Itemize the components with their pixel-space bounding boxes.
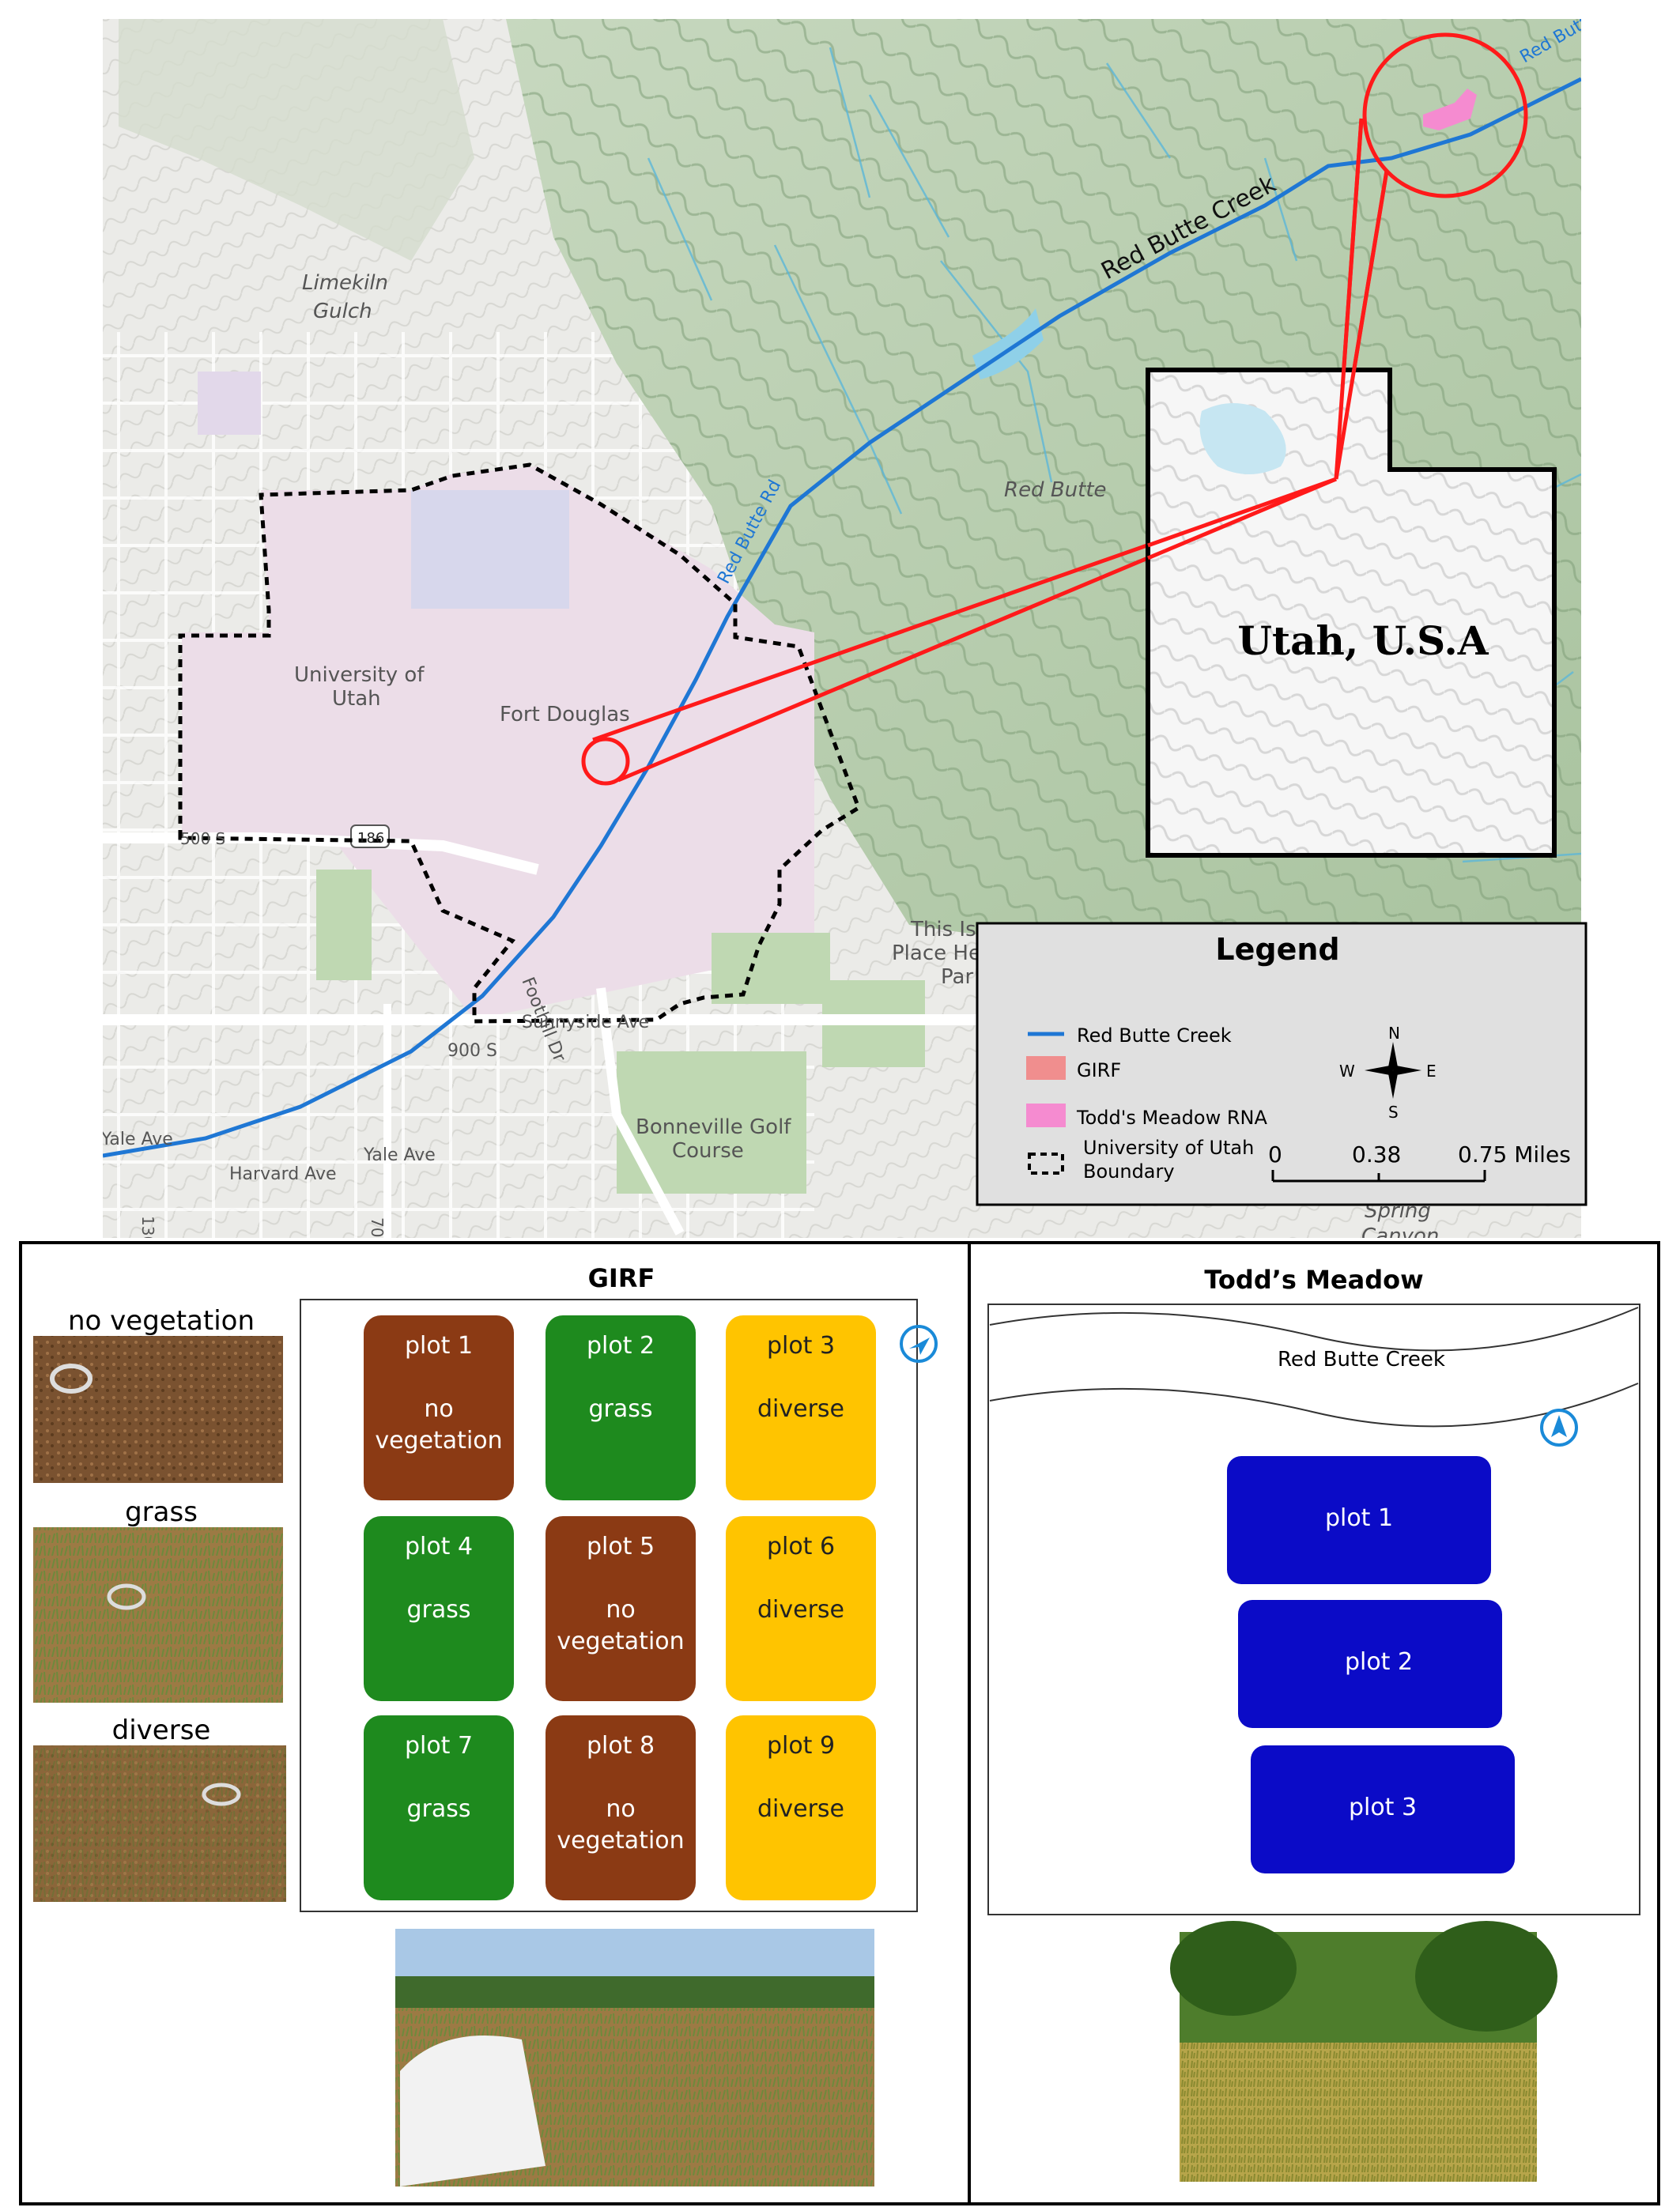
photo-no-vegetation: [33, 1336, 283, 1483]
legend-girf-swatch: [1026, 1056, 1066, 1080]
sunnyside-label: Sunnyside Ave: [522, 1013, 649, 1032]
university-label-2: Utah: [332, 687, 381, 711]
fort-douglas-label: Fort Douglas: [500, 703, 630, 726]
todds-meadow-rna-polygon: [1423, 89, 1477, 130]
todds-title: Todd’s Meadow: [1204, 1265, 1423, 1295]
inset-title: Utah, U.S.A: [1237, 617, 1489, 664]
girf-plot-name: plot 5: [587, 1533, 655, 1560]
scale-tick-0: 0: [1268, 1141, 1282, 1168]
girf-plot-6: [546, 1715, 696, 1900]
compass-s: S: [1388, 1103, 1399, 1122]
girf-plot-2: [364, 1516, 514, 1701]
legend-item-todds: Todd's Meadow RNA: [1076, 1107, 1267, 1129]
photo-label-diverse: diverse: [112, 1715, 211, 1746]
girf-plot-type: grass: [406, 1596, 470, 1624]
compass-e: E: [1426, 1062, 1436, 1081]
girf-plot-name: plot 8: [587, 1732, 655, 1760]
limekiln-label-1: Limekiln: [302, 271, 388, 295]
girf-plot-name: plot 9: [767, 1732, 835, 1760]
todds-plot-3: [1251, 1745, 1515, 1873]
legend-boundary-symbol: [1028, 1153, 1064, 1175]
girf-plot-name: plot 7: [405, 1732, 473, 1760]
legend-title: Legend: [1215, 932, 1339, 967]
girf-title: GIRF: [588, 1263, 655, 1293]
road-700e-label: 700 E: [368, 1217, 387, 1262]
road-900s-label: 900 S: [447, 1041, 497, 1061]
yale-label: Yale Ave: [363, 1145, 436, 1165]
girf-plot-type: grass: [588, 1395, 652, 1423]
girf-plot-type: grass: [406, 1795, 470, 1823]
todds-plot-2-label: plot 2: [1345, 1648, 1413, 1676]
harvard-label: Harvard Ave: [229, 1164, 337, 1184]
girf-plot-9: [726, 1715, 876, 1900]
girf-plot-name: plot 4: [405, 1533, 473, 1560]
photo-grass: [33, 1527, 283, 1703]
photo-label-no-vegetation: no vegetation: [68, 1305, 255, 1337]
girf-plot-type: vegetation: [557, 1827, 684, 1854]
girf-plot-5: [546, 1516, 696, 1701]
road-500s-label: 500 S: [180, 829, 225, 848]
girf-plot-type: diverse: [757, 1795, 844, 1823]
girf-plot-name: plot 2: [587, 1332, 655, 1360]
todds-plot-3-label: plot 3: [1349, 1794, 1417, 1821]
girf-plot-type: no: [606, 1596, 635, 1624]
compass-icon: N S E W: [1339, 1024, 1436, 1122]
todds-plot-2: [1238, 1600, 1502, 1728]
girf-plot-type: no: [424, 1395, 453, 1423]
spring-canyon-label-2: Canyon: [1361, 1224, 1439, 1248]
university-label-1: University of: [294, 663, 425, 687]
limekiln-label-2: Gulch: [313, 300, 372, 323]
todds-plot-1: [1227, 1456, 1491, 1584]
girf-plot-8: [726, 1516, 876, 1701]
girf-plots: plot 1 no vegetation plot 4 grass plot 7 grass…: [364, 1315, 876, 1900]
compass-w: W: [1339, 1062, 1355, 1081]
bonneville-label-1: Bonneville Golf: [636, 1115, 791, 1139]
scale-tick-2: 0.75 Miles: [1458, 1141, 1571, 1168]
legend-item-creek: Red Butte Creek: [1077, 1024, 1232, 1047]
university-boundary: [178, 462, 862, 1024]
legend: Legend Red Butte Creek GIRF Todd's Meado…: [976, 922, 1588, 1206]
girf-plot-name: plot 3: [767, 1332, 835, 1360]
legend-todds-swatch: [1026, 1104, 1066, 1127]
hwy-186-label: 186: [357, 830, 384, 847]
girf-plot-type: vegetation: [557, 1628, 684, 1655]
this-is-place-label-2: Place He: [892, 941, 981, 965]
this-is-place-label-3: Par: [941, 965, 973, 989]
girf-plot-4: [546, 1315, 696, 1500]
scale-tick-1: 0.38: [1352, 1141, 1401, 1168]
girf-plot-3: [364, 1715, 514, 1900]
legend-item-boundary-2: Boundary: [1083, 1160, 1175, 1183]
legend-item-boundary-1: University of Utah: [1083, 1137, 1254, 1159]
todds-creek-label: Red Butte Creek: [1278, 1348, 1445, 1371]
todds-plot-1-label: plot 1: [1325, 1504, 1393, 1532]
girf-plot-type: diverse: [757, 1395, 844, 1423]
photo-label-grass: grass: [125, 1496, 198, 1528]
road-1300-label: 1300: [138, 1216, 157, 1256]
girf-plot-7: [726, 1315, 876, 1500]
legend-item-girf: GIRF: [1077, 1059, 1121, 1081]
girf-plot-name: plot 6: [767, 1533, 835, 1560]
this-is-place-label-1: This Is: [910, 918, 976, 941]
girf-plot-type: diverse: [757, 1596, 844, 1624]
red-butte-label: Red Butte: [1004, 478, 1107, 502]
utah-inset: Utah, U.S.A: [1146, 118, 1557, 858]
girf-north-arrow-icon: [900, 1325, 938, 1363]
girf-plot-1: [364, 1315, 514, 1500]
compass-n: N: [1388, 1024, 1400, 1043]
girf-plot-name: plot 1: [405, 1332, 473, 1360]
girf-plot-type: vegetation: [375, 1427, 502, 1455]
bonneville-label-2: Course: [672, 1139, 744, 1163]
red-butte-creek-line: [103, 77, 1581, 1158]
girf-plot-type: no: [606, 1795, 635, 1823]
scale-bar: [1271, 1170, 1486, 1183]
yale-left-label: Yale Ave: [100, 1130, 173, 1149]
todds-north-arrow-icon: [1540, 1409, 1578, 1447]
